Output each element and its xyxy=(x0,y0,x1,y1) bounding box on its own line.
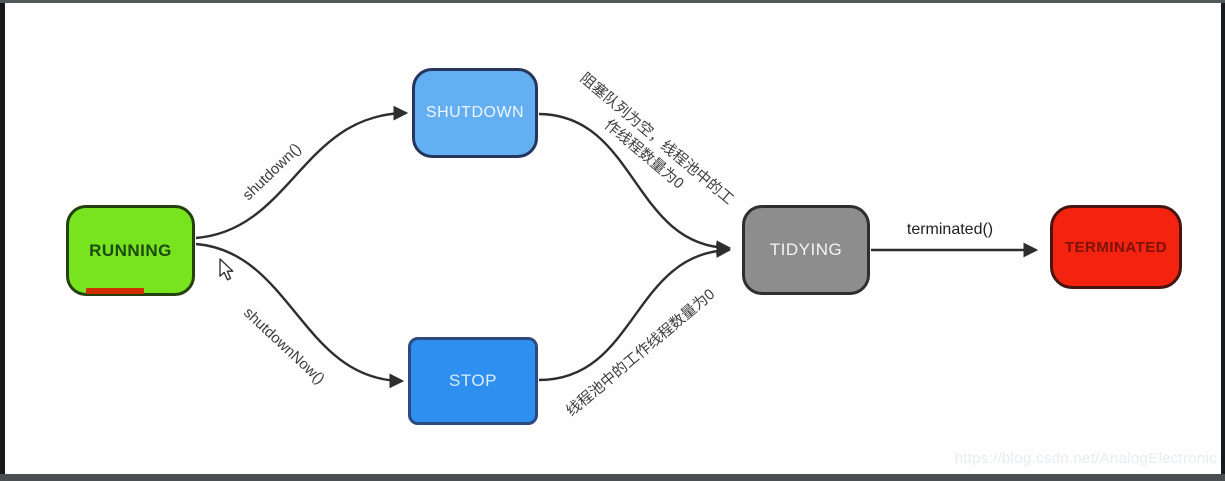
state-node-label: TIDYING xyxy=(769,240,843,259)
red-underline-annotation xyxy=(86,288,144,294)
state-node-label: STOP xyxy=(449,371,497,390)
state-node-stop: STOP xyxy=(408,337,538,425)
state-node-tidying: TIDYING xyxy=(742,205,870,295)
edge-label-terminated-call: terminated() xyxy=(906,221,994,238)
state-node-label: RUNNING xyxy=(89,240,172,260)
state-node-label: TERMINATED xyxy=(1064,238,1168,256)
state-node-shutdown: SHUTDOWN xyxy=(412,68,538,158)
watermark-url: https://blog.csdn.net/AnalogElectronic xyxy=(954,450,1217,467)
mouse-cursor-icon xyxy=(219,258,234,281)
frame-bottom-bar xyxy=(0,474,1225,481)
state-node-label: SHUTDOWN xyxy=(425,104,525,121)
state-node-running: RUNNING xyxy=(66,205,195,296)
frame-top-bar xyxy=(0,0,1225,3)
state-node-terminated: TERMINATED xyxy=(1050,205,1182,289)
